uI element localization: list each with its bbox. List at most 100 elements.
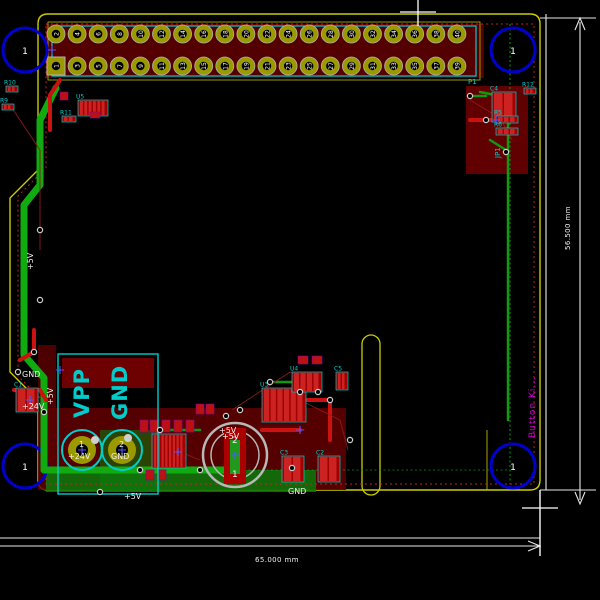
gpio-pad-ring — [236, 56, 256, 76]
smd-pad — [510, 117, 515, 122]
gpio-pin-number: 7 — [117, 64, 124, 68]
gpio-pin-number: 34 — [391, 30, 398, 38]
gpio-drill — [241, 29, 251, 39]
gpio-pad-ring — [320, 56, 340, 76]
gpio-pad-ring — [257, 56, 277, 76]
smd-pad — [12, 87, 15, 91]
gpio-drill — [94, 29, 103, 39]
smd-pad — [498, 129, 503, 134]
via — [30, 348, 38, 356]
pad-center-marker — [118, 446, 126, 454]
passive-component[interactable] — [139, 419, 149, 433]
smd-pad — [264, 389, 270, 421]
gpio-pad-ring — [88, 56, 108, 76]
gpio-pin-number: 13 — [180, 62, 187, 70]
gpio-pad-ring — [67, 56, 87, 76]
cursor-crosshair — [400, 0, 436, 26]
passive-component[interactable] — [157, 469, 167, 481]
mounting-hole-label: 1 — [510, 47, 516, 57]
passive-component[interactable] — [145, 469, 155, 481]
via — [40, 408, 48, 416]
gpio-drill — [262, 61, 272, 71]
smd-pad — [88, 101, 92, 115]
passive-component[interactable] — [173, 419, 183, 433]
smd-pad — [329, 457, 337, 481]
passive-component[interactable] — [297, 355, 309, 365]
via — [482, 116, 490, 124]
gpio-pin-number: 30 — [349, 30, 356, 38]
gpio-pad-ring — [173, 24, 193, 44]
smd-pad — [93, 101, 96, 115]
pad-center-marker — [231, 451, 239, 459]
gpio-pad-ring — [426, 56, 446, 76]
smd-pad — [165, 435, 168, 467]
passive-component[interactable] — [311, 355, 323, 365]
gpio-pin-number: 39 — [454, 62, 461, 70]
gpio-pin-number: 9 — [138, 64, 145, 68]
gpio-pin-number: 29 — [349, 62, 356, 70]
gpio-pin-number: 40 — [454, 30, 461, 38]
passive-component[interactable] — [59, 91, 69, 101]
cap-body-outer — [201, 421, 269, 489]
ratsnest-3 — [299, 399, 349, 451]
component-ref-R10: R10 — [4, 80, 16, 87]
smd-pad — [504, 129, 509, 134]
gpio-header-P1[interactable]: 2143658710912111413161518172019222124232… — [46, 21, 481, 81]
gpio-drill — [241, 61, 251, 71]
passive-component[interactable] — [149, 419, 159, 433]
gpio-drill — [389, 61, 398, 71]
gpio-pad-ring — [384, 24, 404, 44]
gpio-pin-number: 23 — [286, 62, 293, 70]
gpio-pad-ring — [299, 24, 319, 44]
component-ref-C1: C1 — [14, 382, 22, 389]
gpio-pad-ring — [257, 24, 277, 44]
smd-pad — [270, 389, 276, 421]
gpio-drill — [94, 61, 103, 71]
gpio-drill — [347, 29, 356, 39]
gpio-drill — [136, 61, 145, 71]
gpio-drill — [368, 29, 377, 39]
smd-pad — [101, 101, 105, 115]
gpio-pin-number: 4 — [75, 32, 82, 36]
passive-component[interactable] — [161, 419, 171, 433]
gpio-pad-ring — [152, 56, 171, 76]
gpio-pad-ring — [341, 56, 361, 76]
smd-pad — [504, 117, 509, 122]
gpio-pin-number: 1 — [54, 64, 61, 68]
screw-terminal-X1[interactable] — [57, 353, 159, 495]
gpio-pin-number: 24 — [286, 30, 293, 38]
gpio-drill — [326, 29, 335, 39]
mounting-hole-H1 — [1, 26, 49, 74]
gpio-pad-ring — [278, 56, 298, 76]
gpio-pin-number: 26 — [307, 30, 314, 38]
smd-pad — [84, 101, 88, 115]
via — [36, 296, 44, 304]
passive-component[interactable] — [205, 403, 215, 415]
gpio-drill — [283, 61, 293, 71]
passive-component[interactable] — [185, 419, 195, 433]
gpio-pin-number: 6 — [96, 32, 103, 36]
gpio-drill — [305, 61, 314, 71]
component-ref-U3: U3 — [260, 382, 268, 389]
dim-arrow-down — [574, 491, 586, 506]
via — [502, 148, 510, 156]
screw-terminal-outline — [57, 353, 159, 495]
gpio-drill — [220, 61, 229, 71]
passive-component[interactable] — [89, 111, 101, 119]
passive-component[interactable] — [195, 403, 205, 415]
gpio-pad-ring — [341, 24, 361, 44]
smd-pad — [320, 457, 328, 481]
screw-terminal-marker-1 — [91, 436, 99, 444]
via — [326, 396, 334, 404]
gpio-drill — [431, 61, 440, 71]
gpio-pin-number: 2 — [54, 32, 61, 36]
gpio-pin-number: 27 — [328, 62, 335, 70]
smd-pad — [284, 389, 290, 421]
component-ref-R11: R11 — [60, 110, 72, 117]
component-ref-U5: U5 — [76, 94, 84, 101]
gpio-pin-number: 20 — [243, 30, 250, 38]
via — [346, 436, 354, 444]
mounting-hole-H2 — [489, 26, 537, 74]
